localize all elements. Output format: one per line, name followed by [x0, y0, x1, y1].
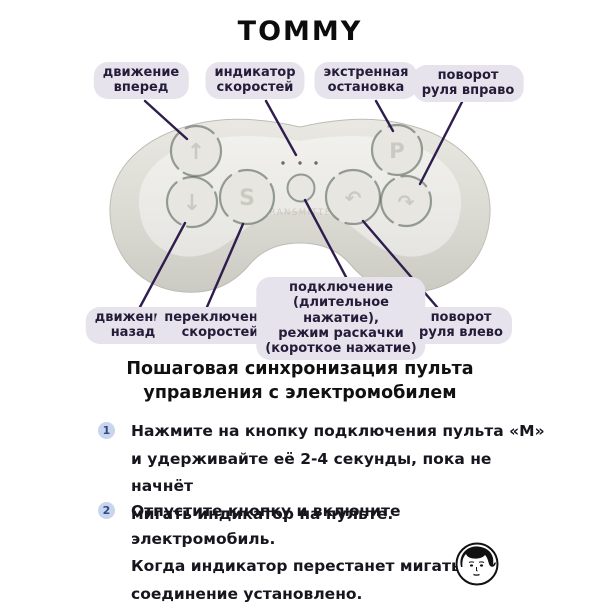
leader-backward: [138, 221, 187, 309]
callout-connect: подключение (длительное нажатие), режим …: [256, 277, 426, 360]
svg-text:↑: ↑: [187, 140, 205, 165]
callout-emergency-stop: экстренная остановка: [314, 62, 418, 99]
callout-forward: движение вперед: [93, 62, 189, 99]
sync-heading: Пошаговая синхронизация пульта управлени…: [126, 359, 474, 403]
button-backward: ↓: [165, 175, 219, 229]
step-number-badge: 2: [98, 502, 115, 519]
callout-turn-right: поворот руля вправо: [412, 65, 524, 102]
button-turn-right: ↷: [379, 174, 433, 228]
step-text: Отпустите кнопку и включите электромобил…: [131, 502, 473, 603]
svg-text:↶: ↶: [345, 186, 362, 210]
sync-step-1: 1 Нажмите на кнопку подключения пульта «…: [98, 418, 548, 528]
remote-watermark: TRANSMITTER: [262, 208, 339, 218]
leader-lines: [138, 99, 464, 309]
face-icon: [455, 542, 499, 586]
step-text: Нажмите на кнопку подключения пульта «М»…: [131, 422, 545, 523]
button-speed: S: [218, 168, 276, 226]
remote-diagram: TRANSMITTER ↑ P ↓ S: [109, 99, 491, 309]
leader-turn-right: [418, 100, 464, 186]
leader-forward: [143, 99, 189, 141]
brand-logo: [455, 542, 499, 586]
button-m-connect: [286, 173, 316, 203]
step-number-badge: 1: [98, 422, 115, 439]
leader-stop: [374, 99, 395, 133]
leader-indicator: [264, 99, 298, 157]
page-title: TOMMY: [237, 16, 363, 47]
svg-text:P: P: [389, 139, 404, 163]
button-forward: ↑: [169, 124, 223, 178]
callout-turn-left: поворот руля влево: [410, 307, 512, 344]
svg-text:↓: ↓: [183, 191, 201, 216]
leader-connect: [303, 198, 348, 279]
svg-text:↷: ↷: [398, 190, 415, 214]
button-emergency-stop: P: [370, 123, 424, 177]
button-turn-left: ↶: [324, 168, 382, 226]
indicator-leds: [281, 161, 318, 165]
callout-speed-indicator: индикатор скоростей: [205, 62, 305, 99]
sync-step-2: 2 Отпустите кнопку и включите электромоб…: [98, 498, 548, 608]
svg-text:S: S: [239, 186, 255, 211]
leader-gears: [205, 222, 245, 309]
